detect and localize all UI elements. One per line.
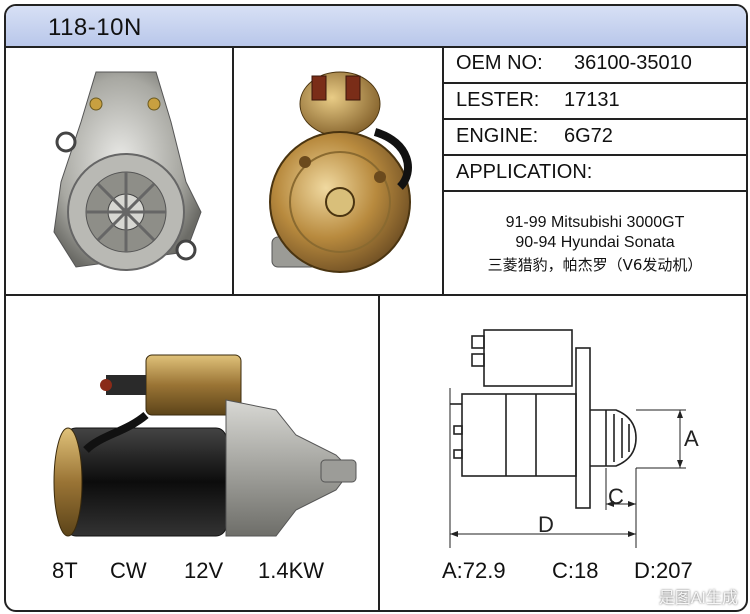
part-number-title: 118-10N [48, 14, 142, 41]
power: 1.4KW [258, 558, 325, 583]
dim-label-d: D [538, 512, 554, 537]
application-line-cn: 三菱猎豹，帕杰罗（V6发动机） [487, 256, 703, 274]
oem-value: 36100-35010 [574, 52, 692, 74]
application-line: 90-94 Hyundai Sonata [515, 234, 675, 251]
divider [442, 118, 746, 120]
rotation: CW [110, 558, 147, 583]
divider [6, 294, 746, 296]
dimension-d: D:207 [634, 558, 693, 583]
engine-label: ENGINE: [456, 125, 539, 147]
spec-row-application: APPLICATION: [444, 155, 746, 191]
spec-row-oem: OEM NO: 36100-35010 [444, 46, 746, 82]
lester-label: LESTER: [456, 89, 540, 111]
divider [442, 46, 444, 296]
starter-front-photo [53, 71, 202, 271]
divider [442, 154, 746, 156]
engine-value: 6G72 [564, 125, 613, 147]
teeth-count: 8T [52, 558, 78, 583]
application-label: APPLICATION: [456, 161, 593, 183]
watermark: 是图AI生成 [658, 590, 738, 607]
dimension-c: C:18 [552, 558, 599, 583]
divider [378, 294, 380, 610]
starter-side-photo [53, 354, 357, 537]
spec-row-lester: LESTER: 17131 [444, 83, 746, 119]
spec-row-engine: ENGINE: 6G72 [444, 119, 746, 155]
starter-rear-photo [269, 71, 412, 273]
spec-sheet: 118-10N [4, 4, 748, 612]
dim-label-c: C [608, 484, 624, 509]
dimension-drawing: A C D [449, 329, 699, 548]
divider [232, 46, 234, 296]
lester-value: 17131 [564, 89, 620, 111]
oem-label: OEM NO: [456, 52, 543, 74]
divider [442, 82, 746, 84]
application-line: 91-99 Mitsubishi 3000GT [505, 214, 685, 231]
dim-label-a: A [684, 426, 699, 451]
voltage: 12V [184, 558, 224, 583]
dimension-a: A:72.9 [442, 558, 506, 583]
divider [442, 190, 746, 192]
title-bar: 118-10N [6, 6, 746, 48]
